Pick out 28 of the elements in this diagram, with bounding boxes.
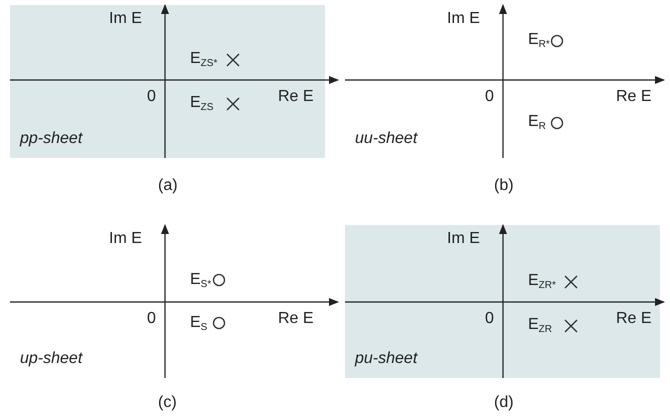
sheet-label: uu-sheet [355,130,418,148]
origin-label: 0 [147,88,156,106]
sheet-label: pu-sheet [355,350,418,368]
energy-label: E$_{ZR*}$ [528,272,556,293]
origin-label: 0 [485,88,494,106]
energy-label: E$_{S}$ [190,314,208,335]
axis-label: Im E [447,10,480,28]
panel-caption: (c) [158,394,177,412]
axis-label: Re E [616,88,652,106]
axis-label: Re E [616,310,652,328]
sheet-label: up-sheet [20,350,82,368]
energy-label: E$_{ZS*}$ [190,50,218,71]
energy-label: E$_{R}$ [528,113,546,134]
panel-caption: (d) [494,394,514,412]
axis-label: Re E [278,310,314,328]
sheet-label: pp-sheet [20,130,82,148]
axis-label: Re E [278,88,314,106]
energy-label: E$_{R*}$ [528,31,550,52]
panel-caption: (a) [158,177,178,195]
origin-label: 0 [147,310,156,328]
panel-caption: (b) [494,177,514,195]
axis-label: Im E [109,10,142,28]
axis-label: Im E [109,230,142,248]
energy-label: E$_{ZS}$ [190,94,214,115]
axis-label: Im E [447,230,480,248]
energy-label: E$_{ZR}$ [528,316,552,337]
origin-label: 0 [485,310,494,328]
energy-label: E$_{S*}$ [190,271,212,292]
